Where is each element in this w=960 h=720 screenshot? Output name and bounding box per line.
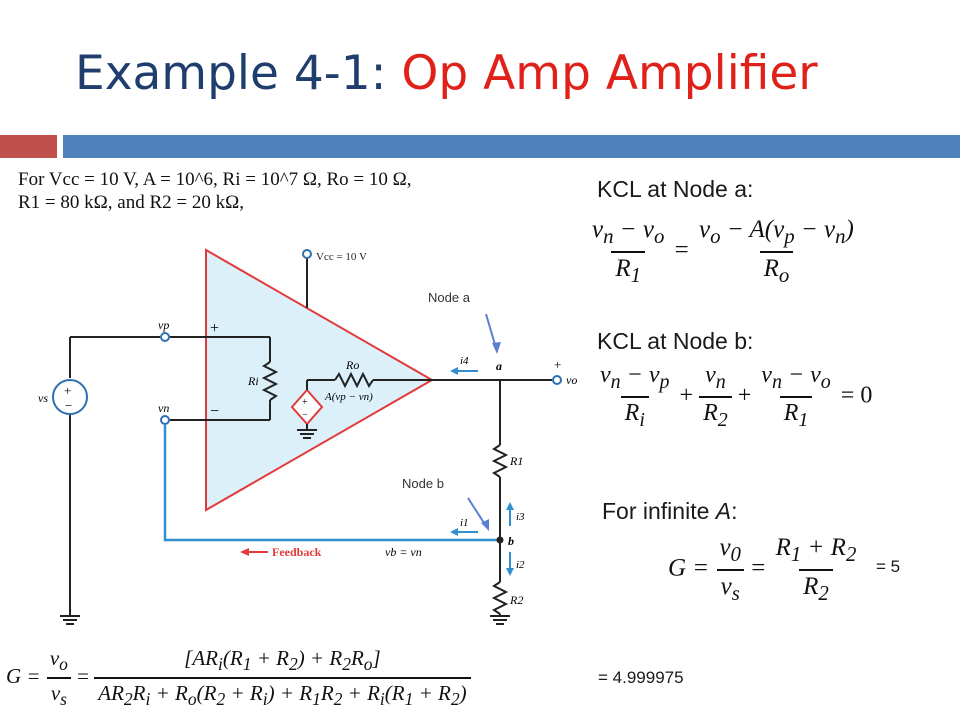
supply-terminal [302, 249, 312, 259]
source-minus: − [302, 410, 308, 421]
infinite-heading-variable: A [715, 498, 732, 524]
given-line-1: For Vcc = 10 V, A = 10^6, Ri = 10^7 Ω, R… [18, 169, 412, 190]
i4-label: i4 [460, 355, 469, 367]
node-b-callout: Node b [402, 476, 444, 491]
title-example-number: Example 4-1: [75, 46, 402, 101]
vo-plus: + [554, 357, 561, 372]
noninverting-plus: + [210, 320, 219, 337]
ideal-gain-result: = 5 [876, 557, 901, 576]
op-amp-circuit-diagram: Vcc = 10 V vp + vn − Ri + − A(vp − vn) R… [38, 248, 577, 625]
vs-minus: − [65, 398, 72, 413]
kcl-node-b-heading: KCL at Node b: [597, 328, 754, 354]
vs-source [52, 379, 88, 415]
vs-label: vs [38, 391, 48, 405]
inverting-minus: − [210, 403, 219, 420]
i4-arrowhead [450, 367, 458, 375]
vo-label: vo [566, 373, 577, 387]
node-a-callout: Node a [428, 290, 471, 305]
feedback-label: Feedback [272, 545, 322, 559]
kcl-node-a-heading: KCL at Node a: [597, 176, 754, 202]
vp-terminal [160, 332, 170, 342]
node-b-letter: b [508, 534, 514, 548]
feedback-arrowhead [240, 548, 249, 556]
node-b-callout-arrow [467, 497, 487, 527]
r2-label: R2 [509, 593, 523, 607]
ro-label: Ro [345, 358, 359, 372]
i1-arrowhead [450, 528, 458, 536]
accent-bar-red [0, 135, 57, 158]
r2-resistor [491, 581, 509, 615]
i2-arrowhead [506, 568, 514, 576]
infinite-heading-text: For infinite [602, 498, 716, 524]
vb-label: vb = vn [385, 545, 422, 559]
supply-label: Vcc = 10 V [316, 251, 367, 263]
title-topic: Op Amp Amplifier [401, 46, 818, 101]
node-a-callout-arrow [485, 313, 497, 349]
ro-resistor [334, 371, 374, 389]
r1-label: R1 [509, 454, 523, 468]
accent-bar-blue [63, 135, 960, 158]
given-parameters: For Vcc = 10 V, A = 10^6, Ri = 10^7 Ω, R… [18, 168, 412, 214]
ri-label: Ri [247, 374, 259, 388]
source-ground [297, 429, 317, 439]
slide-title: Example 4-1: Op Amp Amplifier [75, 46, 818, 101]
i3-label: i3 [516, 511, 525, 523]
r1-resistor [491, 444, 509, 478]
infinite-gain-heading: For infinite A: [602, 498, 738, 525]
node-a-callout-arrowhead [492, 342, 501, 354]
node-b-callout-arrowhead [481, 519, 489, 531]
feedback-wire [163, 425, 500, 542]
vo-terminal [552, 375, 562, 385]
i3-arrowhead [506, 502, 514, 510]
vs-plus: + [64, 383, 71, 398]
ri-resistor [261, 361, 279, 401]
node-a-letter: a [496, 359, 502, 373]
vp-label: vp [158, 318, 169, 332]
vn-label: vn [158, 401, 169, 415]
node-b-dot [496, 536, 504, 544]
vn-terminal [160, 415, 170, 425]
source-plus: + [302, 397, 308, 408]
i1-label: i1 [460, 517, 469, 529]
source-label: A(vp − vn) [324, 391, 373, 403]
infinite-heading-colon: : [731, 498, 738, 524]
given-line-2: R1 = 80 kΩ, and R2 = 20 kΩ, [18, 192, 244, 213]
r2-ground [490, 615, 510, 625]
exact-gain-result: = 4.999975 [598, 668, 684, 687]
i2-label: i2 [516, 559, 525, 571]
vs-ground [60, 615, 80, 625]
